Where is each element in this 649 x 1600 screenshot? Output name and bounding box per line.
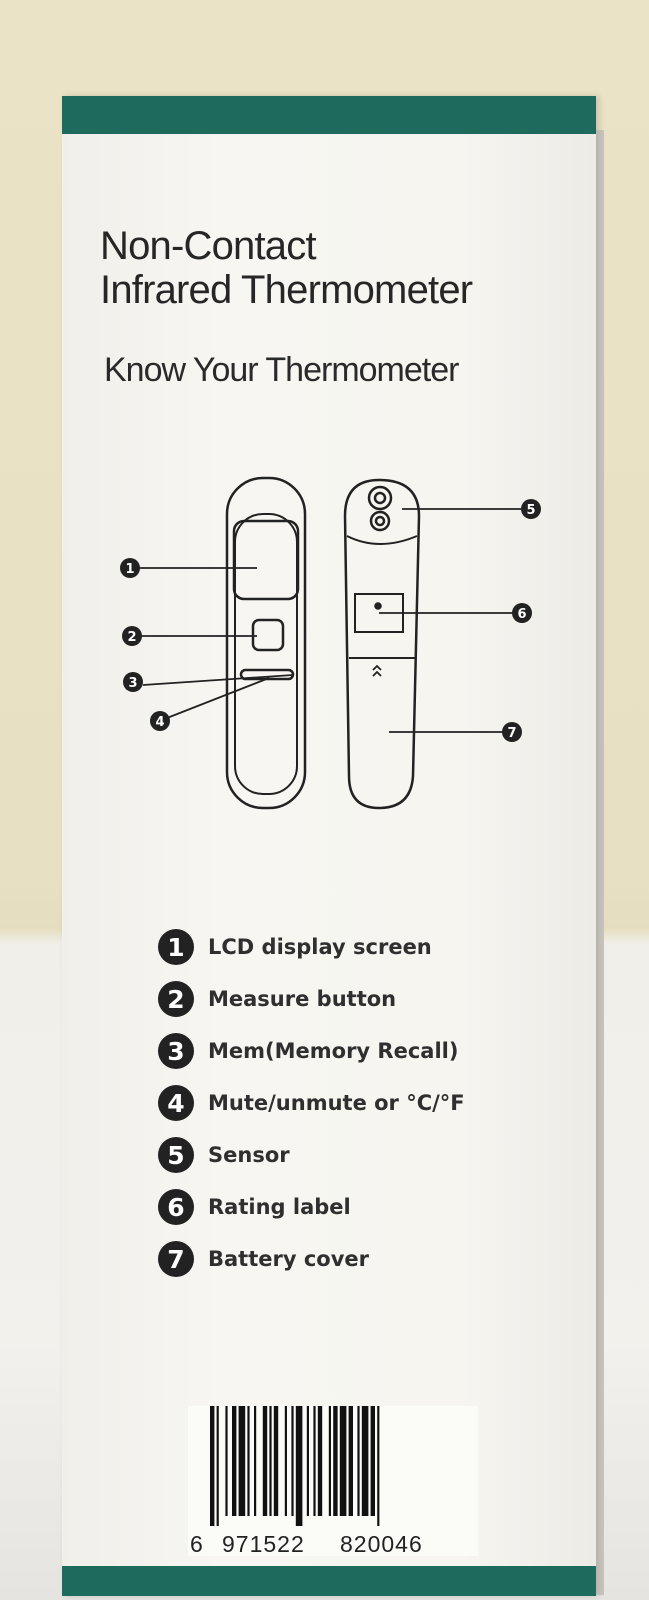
legend-item: 2 Measure button [158, 973, 558, 1025]
section-subtitle: Know Your Thermometer [104, 351, 459, 389]
barcode-bar [216, 1406, 219, 1526]
callout-5: 5 [526, 503, 535, 518]
legend-number: 6 [158, 1189, 194, 1225]
barcode-bar [291, 1406, 294, 1516]
callout-markers: 1 2 3 4 5 6 7 [120, 499, 541, 742]
title-line-2: Infrared Thermometer [100, 268, 473, 312]
legend-number: 7 [158, 1241, 194, 1277]
barcode-bars [210, 1406, 380, 1526]
legend-item: 4 Mute/unmute or °C/°F [158, 1077, 558, 1129]
legend-label: LCD display screen [208, 935, 432, 959]
barcode-bar [339, 1406, 347, 1516]
barcode-bar [328, 1406, 331, 1516]
legend-number: 1 [158, 929, 194, 965]
barcode-bar [262, 1406, 268, 1516]
callout-3: 3 [128, 676, 137, 691]
barcode-bar [247, 1406, 250, 1516]
legend-number: 3 [158, 1033, 194, 1069]
barcode-bar [370, 1406, 375, 1516]
legend-item: 1 LCD display screen [158, 921, 558, 973]
barcode-digit-first: 6 [190, 1531, 204, 1557]
legend-label: Mute/unmute or °C/°F [208, 1091, 465, 1115]
legend-number: 4 [158, 1085, 194, 1121]
thermometer-diagram: 1 2 3 4 5 6 7 [120, 476, 541, 810]
barcode-bar [377, 1406, 380, 1526]
barcode-bar [254, 1406, 257, 1516]
legend-item: 7 Battery cover [158, 1233, 558, 1285]
barcode-bar [210, 1406, 215, 1526]
barcode-bar [348, 1406, 353, 1516]
front-view-illustration [225, 476, 307, 810]
product-box: Non-Contact Infrared Thermometer Know Yo… [62, 96, 596, 1596]
barcode-bar [295, 1406, 303, 1526]
callout-2: 2 [127, 630, 136, 645]
legend-item: 3 Mem(Memory Recall) [158, 1025, 558, 1077]
barcode-bar [238, 1406, 246, 1516]
legend-label: Mem(Memory Recall) [208, 1039, 459, 1063]
callout-6: 6 [517, 607, 526, 622]
barcode-digit-group-1: 971522 [222, 1531, 305, 1557]
barcode-bar [273, 1406, 279, 1516]
legend-label: Measure button [208, 987, 397, 1011]
barcode-bar [361, 1406, 369, 1516]
barcode-bar [357, 1406, 360, 1516]
barcode-bar [225, 1406, 228, 1516]
barcode-bar [313, 1406, 316, 1516]
callout-1: 1 [125, 562, 134, 577]
legend-item: 5 Sensor [158, 1129, 558, 1181]
callout-leader-lines [139, 508, 521, 733]
teal-bottom-band [62, 1566, 596, 1596]
callout-7: 7 [507, 726, 516, 741]
barcode-bar [306, 1406, 309, 1516]
legend-number: 5 [158, 1137, 194, 1173]
barcode-label: 6 971522 820046 [188, 1406, 478, 1557]
barcode-bar [232, 1406, 237, 1516]
barcode-bar [269, 1406, 272, 1516]
back-view-illustration [343, 478, 421, 810]
barcode-bar [284, 1406, 287, 1516]
legend-label: Battery cover [208, 1247, 370, 1271]
title-line-1: Non-Contact [100, 224, 317, 268]
parts-legend: 1 LCD display screen 2 Measure button 3 … [158, 921, 558, 1285]
legend-item: 6 Rating label [158, 1181, 558, 1233]
teal-top-band [62, 96, 596, 134]
product-title: Non-Contact Infrared Thermometer [100, 224, 580, 312]
callout-4: 4 [155, 715, 164, 730]
legend-number: 2 [158, 981, 194, 1017]
barcode-digit-group-2: 820046 [340, 1531, 423, 1557]
barcode-bar [333, 1406, 338, 1516]
legend-label: Sensor [208, 1143, 290, 1167]
barcode-bar [317, 1406, 323, 1516]
legend-label: Rating label [208, 1195, 351, 1219]
